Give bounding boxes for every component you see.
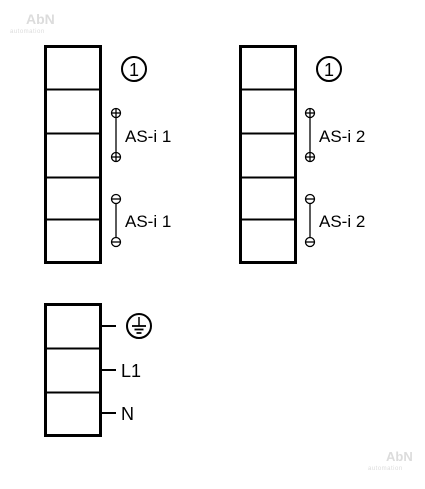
terminal-block-1	[44, 45, 102, 264]
asi2-plus-label: AS-i 2	[319, 127, 365, 146]
circle-marker-1-label: 1	[129, 60, 139, 80]
asi2-minus-group: AS-i 2	[304, 193, 365, 248]
minus-icon	[110, 236, 122, 248]
circle-marker-1: 1	[121, 56, 147, 82]
minus-icon	[304, 193, 316, 205]
asi2-plus-group: AS-i 2	[304, 107, 365, 163]
watermark-brand-top: AbN	[26, 11, 55, 27]
terminal-block-2-frame	[239, 45, 297, 264]
plus-icon	[110, 151, 122, 163]
asi1-minus-group: AS-i 1	[110, 193, 171, 248]
neutral-terminal: N	[100, 404, 134, 424]
l1-label: L1	[121, 361, 141, 381]
ground-terminal	[100, 313, 152, 339]
power-terminal-block-frame	[44, 303, 102, 437]
terminal-block-1-frame	[44, 45, 102, 264]
asi1-minus-label: AS-i 1	[125, 212, 171, 231]
circle-marker-2-label: 1	[324, 60, 334, 80]
plus-icon	[110, 107, 122, 119]
minus-icon	[110, 193, 122, 205]
ground-icon	[126, 313, 152, 339]
watermark-brand-bottom: AbN	[386, 449, 413, 464]
l1-terminal: L1	[100, 361, 141, 381]
watermark-sub-top: automation	[10, 29, 45, 35]
circle-marker-2: 1	[316, 56, 342, 82]
plus-icon	[304, 107, 316, 119]
terminal-block-2	[239, 45, 297, 264]
neutral-label: N	[121, 404, 134, 424]
asi2-minus-label: AS-i 2	[319, 212, 365, 231]
asi1-plus-label: AS-i 1	[125, 127, 171, 146]
plus-icon	[304, 151, 316, 163]
power-terminal-block	[44, 303, 102, 437]
watermark-sub-bottom: automation	[368, 466, 403, 472]
asi1-plus-group: AS-i 1	[110, 107, 171, 163]
minus-icon	[304, 236, 316, 248]
